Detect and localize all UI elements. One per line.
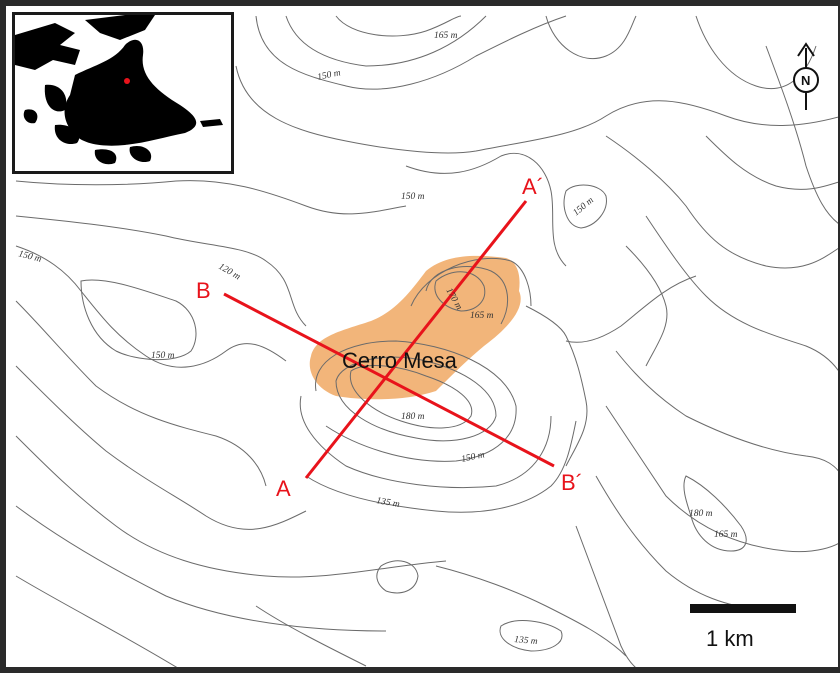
scale-label: 1 km [706,626,754,651]
north-arrow-icon: N [793,42,819,110]
profile-a-line [304,200,528,479]
scale-bar: 1 km [690,604,796,651]
contour-label: 135 m [375,496,400,510]
location-inset-map [12,12,234,174]
map-canvas: 165 m 150 m 150 m 150 m 150 m 120 m 150 … [15,15,838,667]
site-area [309,255,521,400]
contour-label: 165 m [714,530,738,540]
landmass-shapes [15,15,223,165]
contour-label: 180 m [401,412,425,422]
inset-map-canvas [15,15,223,165]
profile-a-start-label: A [276,476,291,501]
north-label: N [801,73,810,88]
profile-b-line [223,292,555,468]
contour-label: 150 m [317,68,342,83]
scale-bar-rect [690,604,796,613]
contour-lines [15,15,838,667]
location-marker [124,78,130,84]
profile-b-start-label: B [196,278,211,303]
site-label: Cerro Mesa [342,348,458,373]
contour-label: 150 m [151,351,175,361]
profile-lines [223,200,555,479]
contour-label: 180 m [689,509,713,519]
contour-label: 150 m [401,192,425,202]
contour-label: 120 m [217,262,242,282]
contour-label: 135 m [514,635,538,647]
contour-label: 150 m [17,249,42,265]
contour-label: 165 m [470,311,494,321]
profile-b-end-label: B´ [561,470,583,495]
contour-label: 165 m [434,31,458,41]
profile-a-end-label: A´ [522,174,544,199]
contour-label: 150 m [461,450,486,465]
contour-label: 150 m [572,195,597,218]
